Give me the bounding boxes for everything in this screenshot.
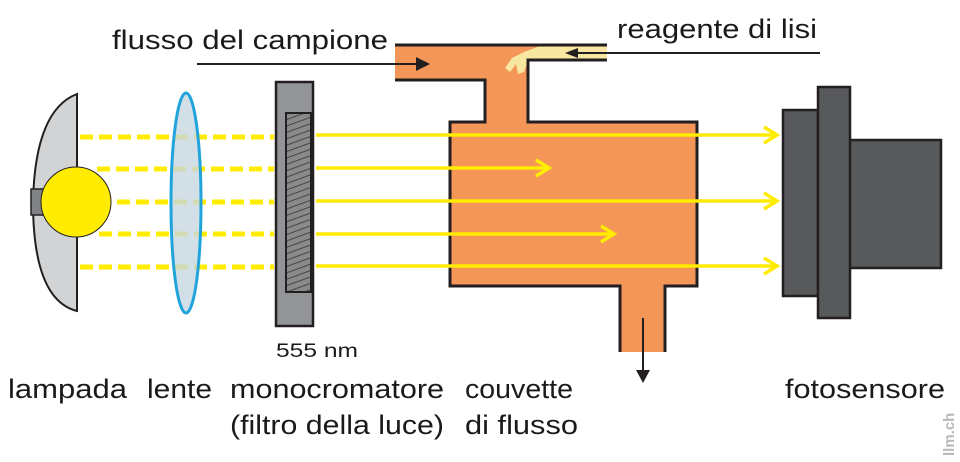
- photosensor: [781, 85, 943, 320]
- filter-hatched: [285, 112, 312, 293]
- flow-cuvette: [395, 43, 699, 352]
- monochromator: [274, 80, 315, 328]
- lamp: [30, 92, 112, 313]
- sample-flow-arrow: [197, 57, 430, 71]
- label-cuvette: couvette: [465, 374, 573, 404]
- label-monochromator: monocromatore: [230, 374, 444, 404]
- watermark: llm.ch: [941, 413, 958, 456]
- reagent-flow-arrow: [565, 48, 820, 58]
- label-cuvette-sub: di flusso: [465, 410, 578, 440]
- label-photosensor: fotosensore: [785, 374, 945, 404]
- label-lysis-reagent: reagente di lisi: [617, 14, 817, 44]
- label-wavelength: 555 nm: [276, 341, 358, 362]
- label-lamp: lampada: [8, 374, 128, 404]
- label-sample-flow: flusso del campione: [112, 25, 388, 55]
- label-monochromator-sub: (filtro della luce): [230, 410, 444, 440]
- outflow-arrow: [636, 318, 650, 383]
- lamp-bulb: [40, 166, 112, 238]
- solid-light-rays: [316, 125, 781, 276]
- lens: [169, 91, 203, 315]
- label-lens: lente: [147, 374, 212, 404]
